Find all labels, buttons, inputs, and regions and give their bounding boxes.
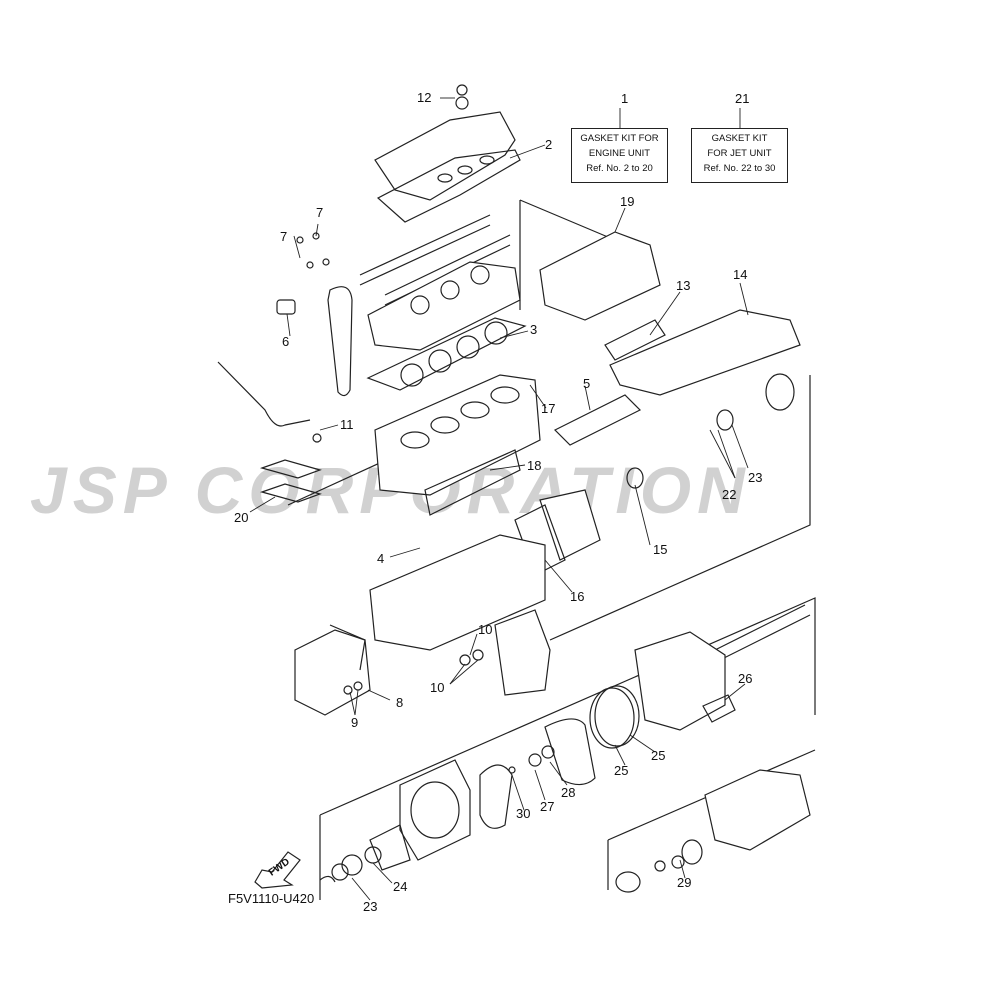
callout-7-lower: 7 (280, 229, 288, 244)
rear-bearing-parts (615, 839, 703, 893)
callout-7-upper: 7 (316, 205, 324, 220)
callout-25-right: 25 (651, 748, 666, 763)
callout-23-lower: 23 (363, 899, 378, 914)
kit-engine-line3: Ref. No. 2 to 20 (586, 163, 653, 174)
drive-shaft (714, 604, 811, 661)
callout-24: 24 (393, 879, 408, 894)
gasket-kit-engine-label: GASKET KIT FOR ENGINE UNIT Ref. No. 2 to… (571, 128, 668, 183)
callout-22: 22 (722, 487, 737, 502)
callout-1: 1 (621, 91, 629, 106)
callout-21: 21 (735, 91, 750, 106)
callout-10-lower: 10 (430, 680, 445, 695)
callout-3: 3 (530, 322, 538, 337)
kit-engine-line2: ENGINE UNIT (588, 148, 651, 159)
exhaust-manifold (539, 231, 661, 321)
bolts-part-7 (296, 232, 330, 269)
fwd-arrow-icon (254, 851, 301, 889)
callout-25-left: 25 (614, 763, 629, 778)
oring-part-11 (312, 433, 322, 443)
flange-bracket (369, 824, 411, 871)
manifold-gasket-13 (604, 319, 666, 361)
seals-part-23-24 (319, 846, 382, 883)
diagram-code: F5V1110-U420 (228, 891, 315, 906)
callout-10-upper: 10 (478, 622, 493, 637)
cover-gasket-26 (702, 694, 736, 723)
callout-19: 19 (620, 194, 635, 209)
crankcase (369, 534, 546, 651)
callout-28: 28 (561, 785, 576, 800)
bearing-parts-27-28-30 (508, 745, 555, 774)
callout-11: 11 (340, 417, 354, 432)
impeller (479, 764, 513, 829)
timing-chain (327, 286, 353, 397)
callout-9: 9 (351, 715, 359, 730)
callout-13: 13 (676, 278, 691, 293)
callout-2: 2 (545, 137, 553, 152)
front-cover (514, 489, 601, 576)
cylinder-head (367, 261, 521, 351)
liner-ring (544, 718, 596, 786)
callout-16: 16 (570, 589, 585, 604)
bulkhead-plate (399, 759, 471, 861)
kit-jet-line3: Ref. No. 22 to 30 (703, 163, 776, 174)
callout-23-upper: 23 (748, 470, 763, 485)
callout-12: 12 (417, 90, 432, 105)
callout-8: 8 (396, 695, 404, 710)
dipstick (217, 361, 311, 427)
head-cover-gasket (376, 149, 521, 223)
kit-jet-line2: FOR JET UNIT (707, 148, 772, 159)
nozzle-housing (704, 769, 811, 851)
cylinder-block (374, 374, 541, 496)
callout-27: 27 (540, 799, 555, 814)
callout-29: 29 (677, 875, 692, 890)
callout-4: 4 (377, 551, 385, 566)
callout-18: 18 (527, 458, 542, 473)
callout-17: 17 (541, 401, 556, 416)
callout-20: 20 (234, 510, 249, 525)
callout-6: 6 (282, 334, 290, 349)
kit-engine-line1: GASKET KIT FOR (580, 133, 659, 144)
orings-part-25 (589, 685, 640, 749)
tensioner-part-6 (276, 299, 296, 315)
rocker-cover (374, 84, 516, 201)
callout-30: 30 (516, 806, 531, 821)
callout-15: 15 (653, 542, 668, 557)
oil-pump-cover-8 (294, 624, 371, 716)
callout-26: 26 (738, 671, 753, 686)
side-cover-5 (553, 394, 642, 446)
head-gasket (366, 317, 527, 391)
exhaust-pipe (609, 309, 801, 489)
callout-5: 5 (583, 376, 591, 391)
leader-lines (249, 97, 749, 901)
kit-jet-line1: GASKET KIT (711, 133, 768, 144)
jet-housing (634, 631, 726, 731)
gaskets-part-20 (259, 459, 322, 503)
gasket-kit-jet-label: GASKET KIT FOR JET UNIT Ref. No. 22 to 3… (691, 128, 788, 183)
callout-14: 14 (733, 267, 748, 282)
rear-cover (494, 609, 551, 696)
side-cover-gasket-18 (424, 449, 521, 516)
